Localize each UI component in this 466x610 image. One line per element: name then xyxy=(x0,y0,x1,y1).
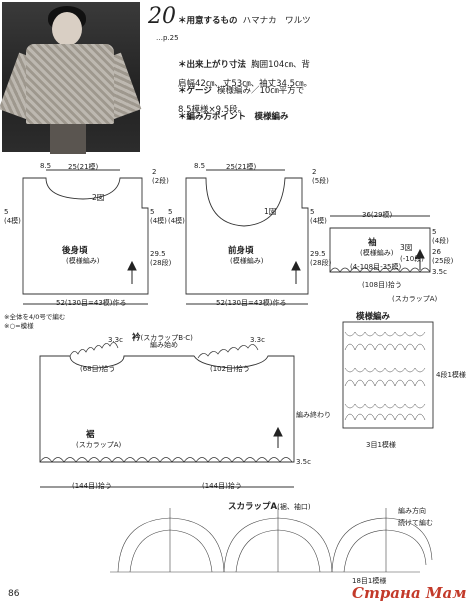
collar-pick-right: (102目)拾う xyxy=(210,365,250,373)
sleeve-top-width: 36(29模) xyxy=(362,211,393,219)
sleeve-cuff: (4-108目-35模) xyxy=(350,263,402,271)
sleeve-edge: 3.5c xyxy=(432,268,447,276)
front-height: 29.5 xyxy=(310,250,326,258)
back-shoulder-width: 8.5 xyxy=(40,162,52,170)
back-neck-width: 25(21模) xyxy=(68,163,99,171)
back-side: 5 xyxy=(4,208,9,216)
front-figure-ref: 1図 xyxy=(264,207,277,216)
page-number: 86 xyxy=(8,589,20,599)
front-armhole-rows: (4模) xyxy=(310,217,327,225)
collar-edge-left: 3.3c xyxy=(108,336,123,344)
scallop-a-continue: 続けて編む xyxy=(398,519,433,527)
collar-title: 衿(スカラップB·C) xyxy=(132,333,193,343)
page-reference: …p.25 xyxy=(156,34,179,42)
sleeve-side: 5 xyxy=(432,228,437,236)
site-logo: Страна Мам xyxy=(352,584,466,602)
hem-label: 裾 xyxy=(86,430,95,440)
front-body-label: 前身頃 xyxy=(228,246,254,256)
front-height-rows: (28段) xyxy=(310,259,332,267)
sizes-line: ＊出来上がり寸法 胸囲104㎝、背肩幅42㎝、丈53㎝、袖丈34.5㎝。 xyxy=(178,60,313,89)
stitch-chart-title: 模様編み xyxy=(356,312,391,322)
note-symbol: ※○=模様 xyxy=(4,322,34,330)
hem-scallop: (スカラップA) xyxy=(76,441,122,449)
sleeve-bottom: (108目)拾う xyxy=(362,281,402,289)
scallop-a-title: スカラップA(裾、袖口) xyxy=(228,502,311,512)
stitch-start: 3目1模様 xyxy=(366,441,396,449)
note-gauge-hook: ※全体を4/0号で編む xyxy=(4,313,66,321)
collar-start: 編み始め xyxy=(150,341,178,349)
stitch-rows: 4段1模様 xyxy=(436,371,466,379)
stitch-chart xyxy=(344,331,431,429)
hem-pick-right: (144目)拾う xyxy=(202,482,242,490)
front-armhole: 5 xyxy=(310,208,315,216)
back-height-rows: (28段) xyxy=(150,259,172,267)
back-bottom: 52(130目=43模)作る xyxy=(56,299,127,307)
materials-line: ＊用意するもの ハマナカ ワルツ xyxy=(178,16,311,26)
back-armhole-rows: (4模) xyxy=(150,217,167,225)
collar-edge-right: 3.3c xyxy=(250,336,265,344)
gauge-line: ＊ゲージ 模様編み／10㎝平方で8.5模様×9.5段。 xyxy=(178,86,305,115)
scallop-edges xyxy=(39,267,431,463)
sleeve-figure-ref: 3図 xyxy=(400,243,413,252)
pattern-number: 20 xyxy=(148,4,176,29)
sleeve-length: 26 xyxy=(432,248,441,256)
scallop-a-direction: 編み方向 xyxy=(398,507,426,515)
scallop-a-chart xyxy=(110,508,433,573)
hem-side-note: 編み終わり xyxy=(296,411,331,419)
back-armhole: 5 xyxy=(150,208,155,216)
sleeve-sub: (模様編み) xyxy=(360,249,394,257)
back-neck-drop: 2 xyxy=(152,168,157,176)
sleeve-length-rows: (25段) xyxy=(432,257,454,265)
front-side: 5 xyxy=(168,208,173,216)
sleeve-side-rows: (4段) xyxy=(432,237,449,245)
back-side-rows: (4模) xyxy=(4,217,21,225)
sleeve-increase: (-10段) xyxy=(400,255,424,263)
back-body-label: 後身頃 xyxy=(62,246,88,256)
front-neck-drop: 2 xyxy=(312,168,317,176)
back-height: 29.5 xyxy=(150,250,166,258)
front-shoulder-width: 8.5 xyxy=(194,162,206,170)
front-neck-drop-rows: (5段) xyxy=(312,177,329,185)
back-body-sub: (模様編み) xyxy=(66,257,100,265)
scallop-a-repeat: 18目1模様 xyxy=(352,577,387,585)
front-neck-width: 25(21模) xyxy=(226,163,257,171)
sleeve-scallop: (スカラップA) xyxy=(392,295,438,303)
model-photo xyxy=(0,2,142,154)
hem-edge: 3.5c xyxy=(296,458,311,466)
back-figure-ref: 2図 xyxy=(92,193,105,202)
back-neck-drop-rows: (2段) xyxy=(152,177,169,185)
front-side-rows: (4模) xyxy=(168,217,185,225)
points-line: ＊編み方ポイント 模様編み xyxy=(178,112,289,122)
front-body-sub: (模様編み) xyxy=(230,257,264,265)
sleeve-label: 袖 xyxy=(368,238,377,248)
collar-pick-left: (68目)拾う xyxy=(80,365,116,373)
hem-pick-left: (144目)拾う xyxy=(72,482,112,490)
front-bottom: 52(130目=43模)作る xyxy=(216,299,287,307)
